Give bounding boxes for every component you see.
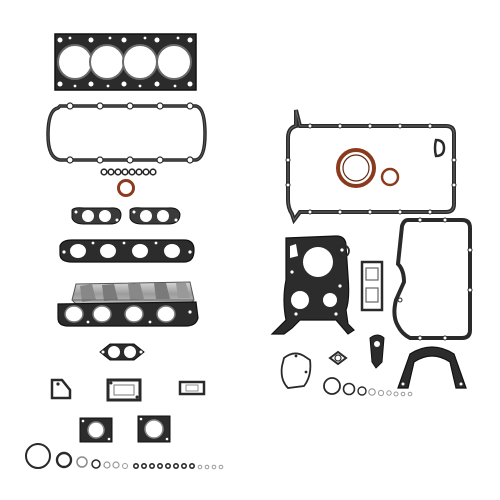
valve-cover-gasket — [46, 102, 207, 164]
flange-gasket-small-left — [50, 378, 72, 400]
seal-carrier-gasket — [397, 346, 467, 389]
head-gasket — [54, 33, 197, 91]
rectangular-window-gasket — [360, 260, 384, 312]
o-ring-assortment-left — [25, 443, 224, 470]
copper-seal-ring — [117, 179, 135, 197]
port-gasket-left — [71, 207, 122, 225]
oil-pan-lower-gasket — [392, 217, 473, 341]
bracket-gasket — [369, 334, 385, 369]
flange-gasket-square-center — [106, 378, 142, 402]
port-gasket-right — [129, 207, 181, 225]
flange-gasket-small-right — [178, 380, 206, 396]
front-crank-seal — [380, 167, 400, 187]
valve-stem-seals — [100, 168, 157, 176]
thermostat-gasket — [328, 350, 348, 366]
rear-main-seal — [336, 148, 376, 188]
exhaust-manifold-gasket — [59, 239, 195, 263]
manifold-flange-gasket — [57, 301, 199, 327]
timing-cover-gasket — [270, 235, 355, 335]
square-port-gasket-right — [137, 415, 171, 443]
square-port-gasket-left — [79, 417, 113, 443]
small-ring-gasket — [336, 244, 350, 258]
intake-manifold-steel-gasket — [71, 281, 195, 307]
oil-pan-upper-gasket — [285, 109, 457, 225]
o-ring-assortment-right — [323, 377, 413, 397]
water-pump-gasket — [280, 352, 312, 389]
throttle-body-gasket — [99, 343, 145, 361]
